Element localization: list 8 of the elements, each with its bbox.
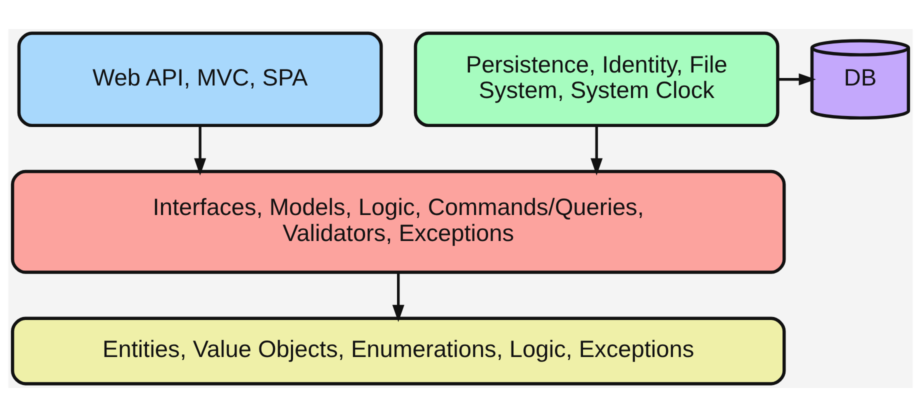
arrow (778, 72, 816, 85)
node-box: Interfaces, Models, Logic, Commands/Queries, Validators, Exceptions (10, 169, 786, 274)
node-box: Persistence, Identity, File System, System Clock (414, 31, 780, 127)
arrow (392, 272, 404, 322)
arrow (194, 125, 206, 175)
node-box: Entities, Value Objects, Enumerations, Logic, Exceptions (10, 316, 786, 385)
node-box: Web API, MVC, SPA (17, 31, 383, 127)
arrow (590, 125, 603, 175)
